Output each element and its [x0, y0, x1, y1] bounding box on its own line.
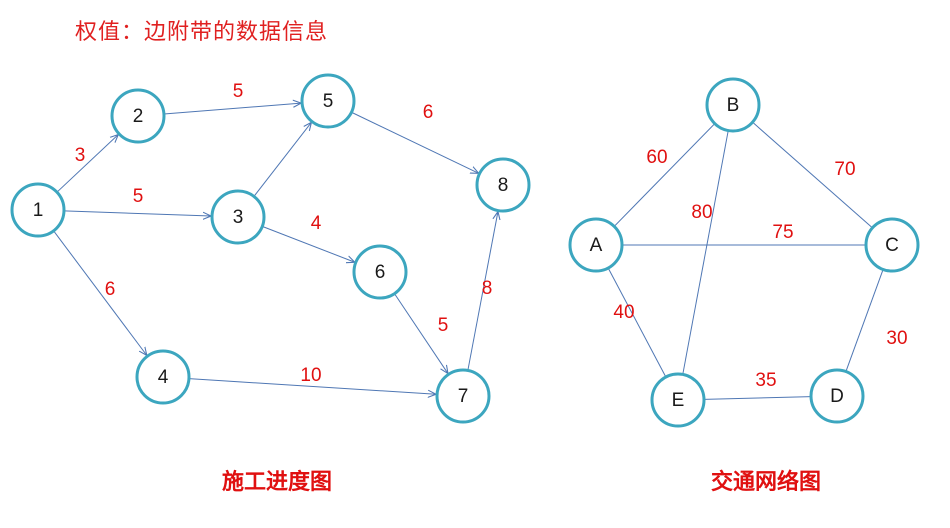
right-node-C: C — [864, 217, 920, 273]
left-edge-7-8 — [467, 212, 498, 371]
right-node-A: A — [568, 217, 624, 273]
right-node-circle — [568, 217, 624, 273]
right-graph-nodes: A B C D E — [568, 77, 920, 428]
left-node-circle — [300, 73, 356, 129]
left-node-label: 7 — [458, 386, 469, 407]
left-node-1: 1 — [10, 182, 66, 238]
right-edge-E-D — [703, 396, 812, 400]
right-node-circle — [705, 77, 761, 133]
left-node-5: 5 — [300, 73, 356, 129]
left-weight-5-8: 6 — [423, 102, 434, 123]
right-graph-caption: 交通网络图 — [711, 469, 822, 495]
left-edge-1-2 — [56, 134, 118, 193]
left-node-label: 5 — [323, 91, 334, 112]
left-weight-2-5: 5 — [233, 81, 244, 102]
left-node-circle — [210, 189, 266, 245]
left-node-circle — [352, 244, 408, 300]
right-node-label: E — [672, 390, 685, 411]
left-node-circle — [435, 368, 491, 424]
left-node-circle — [475, 157, 531, 213]
right-node-label: B — [727, 95, 740, 116]
left-weight-4-7: 10 — [300, 365, 321, 386]
right-node-label: C — [885, 235, 899, 256]
left-edge-2-5 — [163, 103, 301, 115]
left-node-label: 4 — [158, 367, 169, 388]
left-weight-3-6: 4 — [311, 213, 322, 234]
right-weight-E-D: 35 — [755, 370, 776, 391]
left-edge-3-6 — [262, 225, 355, 262]
left-node-label: 8 — [498, 175, 509, 196]
left-node-4: 4 — [135, 349, 191, 405]
right-node-circle — [650, 372, 706, 428]
left-edge-6-7 — [394, 293, 448, 374]
right-node-E: E — [650, 372, 706, 428]
left-edge-5-8 — [351, 111, 478, 173]
right-edge-A-B — [613, 123, 716, 227]
right-weight-C-D: 30 — [886, 328, 907, 349]
left-node-7: 7 — [435, 368, 491, 424]
left-graph-caption: 施工进度图 — [222, 469, 333, 495]
left-weight-7-8: 8 — [482, 278, 493, 299]
left-node-circle — [110, 88, 166, 144]
page-title: 权值：边附带的数据信息 — [75, 20, 329, 45]
left-node-label: 1 — [33, 200, 44, 221]
left-node-circle — [135, 349, 191, 405]
left-weight-1-2: 3 — [75, 145, 86, 166]
left-weight-1-3: 5 — [133, 186, 144, 207]
right-weight-A-C: 75 — [772, 222, 793, 243]
left-node-2: 2 — [110, 88, 166, 144]
right-edge-A-E — [607, 267, 667, 378]
left-weight-1-4: 6 — [105, 279, 116, 300]
right-graph-edges — [607, 121, 884, 400]
right-node-label: A — [590, 235, 603, 256]
left-graph-nodes: 1 2 3 4 5 6 7 8 — [10, 73, 531, 424]
left-edge-3-5 — [253, 122, 312, 197]
left-node-label: 2 — [133, 106, 144, 127]
right-node-B: B — [705, 77, 761, 133]
left-node-8: 8 — [475, 157, 531, 213]
left-weight-6-7: 5 — [438, 315, 449, 336]
right-edge-C-D — [845, 269, 884, 372]
right-edge-B-C — [752, 121, 873, 229]
left-edge-1-3 — [63, 210, 211, 216]
right-weight-A-E: 40 — [613, 302, 634, 323]
left-node-circle — [10, 182, 66, 238]
left-node-label: 6 — [375, 262, 386, 283]
right-node-circle — [809, 368, 865, 424]
left-edge-4-7 — [188, 378, 436, 395]
right-weight-B-C: 70 — [834, 159, 855, 180]
right-node-circle — [864, 217, 920, 273]
left-graph-edges — [53, 103, 498, 395]
left-node-label: 3 — [233, 207, 244, 228]
right-node-D: D — [809, 368, 865, 424]
left-node-6: 6 — [352, 244, 408, 300]
right-weight-A-B: 60 — [646, 147, 667, 168]
right-weight-B-E: 80 — [691, 202, 712, 223]
right-node-label: D — [830, 386, 844, 407]
left-node-3: 3 — [210, 189, 266, 245]
left-edge-1-4 — [53, 230, 147, 356]
right-edge-B-E — [682, 130, 729, 375]
